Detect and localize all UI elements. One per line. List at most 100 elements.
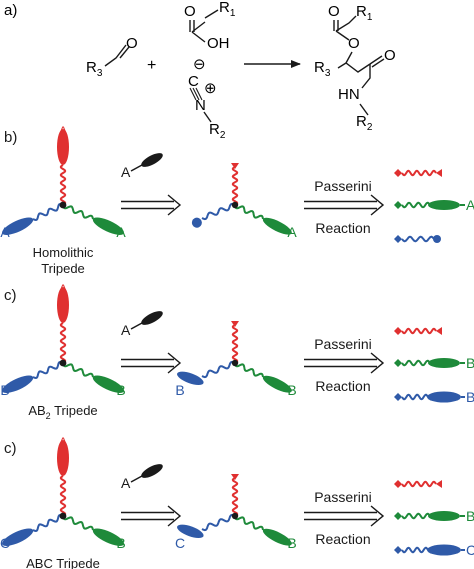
- product-red-chain: [401, 169, 437, 177]
- isocyanide-structure: ⊖ C ⊕ N R2: [188, 56, 226, 141]
- acid-r-group: R1: [219, 0, 236, 19]
- product-red-start: [394, 480, 402, 488]
- product-structure: O R1 O R3 O HN R2: [314, 3, 396, 133]
- isocyanide-r-group: R2: [209, 121, 226, 141]
- product-green-start: [394, 359, 402, 367]
- product-green-chain: [401, 201, 431, 209]
- tripede-right-arm-block: [92, 217, 124, 235]
- product-green-chain: [401, 512, 431, 520]
- intermediate-left-block: [177, 524, 204, 538]
- intermediate-core: [231, 512, 239, 520]
- reagent-block: [141, 153, 163, 167]
- intermediate-top-arm-chain: [231, 324, 239, 364]
- tripede-name-line1: Homolithic: [33, 245, 94, 260]
- product-amide-double-bond: [369, 55, 385, 68]
- intermediate-right-arm-chain: [234, 362, 264, 378]
- isocyanide-carbon: C: [188, 73, 199, 90]
- tripede-name-line1: ABC Tripede: [26, 556, 100, 569]
- product-green-end-label: B: [466, 355, 474, 371]
- acid-hydroxyl: OH: [207, 35, 230, 52]
- plus-sign: +: [147, 57, 156, 74]
- tripede-left-arm-block: [2, 528, 34, 546]
- intermediate-right-arm-block: [262, 217, 292, 235]
- product-green-chain: [401, 359, 431, 367]
- intermediate-left-arm-chain: [201, 202, 236, 221]
- product-blue-start: [394, 546, 402, 554]
- tripede-top-end-label: A: [58, 281, 68, 297]
- product-green-start: [394, 512, 402, 520]
- intermediate-right-arm-block: [262, 375, 292, 393]
- passerini-arrow: [304, 352, 385, 374]
- intermediate-right-arm-block: [262, 528, 292, 546]
- tripede-left-end-label: A: [0, 224, 10, 240]
- reaction-label-line2: Reaction: [315, 220, 370, 236]
- panel-a: a) R3 O + O R1 OH ⊖ C ⊕ N: [4, 0, 396, 141]
- reagent-chain: [130, 475, 143, 483]
- product-red-end: [436, 327, 442, 335]
- tripede-name-line2: Tripede: [41, 261, 85, 276]
- product-r3-group: R3: [314, 59, 331, 79]
- aldehyde-r-group: R3: [86, 59, 103, 79]
- passerini-arrow: [304, 194, 385, 216]
- isocyanide-nitrogen: N: [195, 97, 206, 114]
- reagent-block: [141, 311, 163, 325]
- intermediate-left-arm-chain: [201, 513, 236, 532]
- tripede-core: [59, 512, 67, 520]
- tripede-right-arm-block: [92, 375, 124, 393]
- tripede-left-arm-chain: [32, 202, 64, 222]
- reaction-label-line2: Reaction: [315, 531, 370, 547]
- product-hn: HN: [338, 86, 360, 103]
- isocyanide-minus-charge: ⊖: [193, 56, 206, 73]
- product-r1-bond: [335, 15, 357, 32]
- product-ring-oxygen: O: [348, 35, 360, 52]
- aldehyde-bonds: [104, 44, 127, 67]
- isocyanide-n-bond: [203, 111, 212, 123]
- carboxylic-acid-structure: O R1 OH: [184, 0, 236, 52]
- tripede-right-arm-chain: [62, 515, 94, 531]
- intermediate-left-arm-chain: [201, 360, 236, 379]
- aldehyde-double-bond: [119, 46, 130, 59]
- product-red-end: [436, 480, 442, 488]
- tripede-right-arm-chain: [62, 362, 94, 378]
- product-r1-group: R1: [356, 3, 373, 23]
- intermediate-top-end: [231, 163, 239, 169]
- isocyanide-plus-charge: ⊕: [204, 80, 217, 97]
- tripede-left-end-label: C: [0, 535, 10, 551]
- tripede-right-end-label: B: [116, 535, 125, 551]
- product-amide-n-bond: [361, 64, 371, 89]
- panel-label: c): [4, 287, 17, 304]
- reagent-chain: [130, 164, 143, 172]
- product-green-block: [428, 511, 460, 521]
- intermediate-right-arm-chain: [234, 515, 264, 531]
- first-step-arrow: [121, 505, 182, 527]
- aldehyde-oxygen: O: [126, 35, 138, 52]
- product-red-chain: [401, 480, 437, 488]
- intermediate-core: [231, 359, 239, 367]
- product-amide-oxygen: O: [384, 47, 396, 64]
- panel-label: c): [4, 440, 17, 457]
- product-r2-group: R2: [356, 113, 373, 133]
- tripede-right-arm-block: [92, 528, 124, 546]
- product-backbone: [337, 51, 371, 73]
- product-blue-end-label: B: [466, 389, 474, 405]
- product-blue-chain: [401, 546, 429, 554]
- tripede-top-arm-block: [57, 287, 69, 323]
- intermediate-left-block: [177, 371, 204, 385]
- tripede-name: AB2 Tripede: [28, 403, 97, 421]
- panel-a-label: a): [4, 2, 17, 19]
- reagent-label: A: [121, 322, 131, 338]
- acid-oxygen: O: [184, 3, 196, 20]
- product-red-start: [394, 327, 402, 335]
- reaction-label-line1: Passerini: [314, 336, 372, 352]
- intermediate-left-end-label: C: [175, 535, 185, 551]
- intermediate-top-arm-chain: [231, 477, 239, 517]
- intermediate-left-end-label: B: [175, 382, 184, 398]
- intermediate-right-end-label: B: [287, 535, 296, 551]
- product-green-block: [428, 358, 460, 368]
- tripede-left-arm-block: [2, 217, 34, 235]
- tripede-top-arm-block: [57, 129, 69, 165]
